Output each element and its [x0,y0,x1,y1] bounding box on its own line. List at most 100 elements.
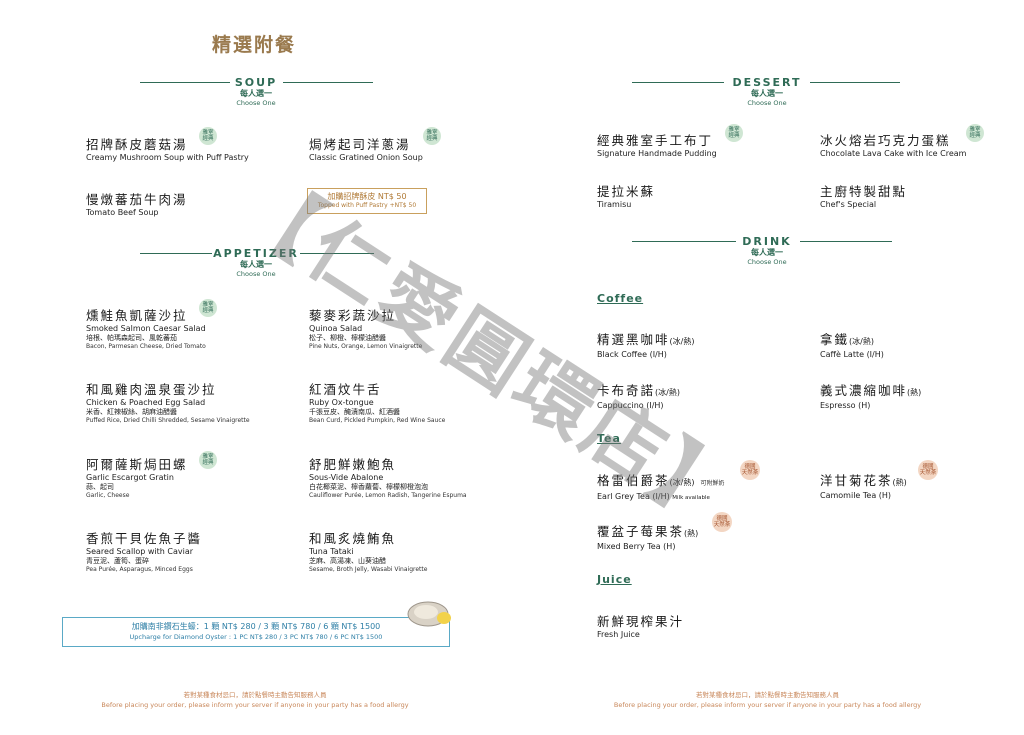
menu-item: 格雷伯爵茶(冰/熱) 可附鮮奶 Earl Grey Tea (I/H) Milk… [597,473,724,503]
item-name: 義式濃縮咖啡 [820,383,908,398]
item-name: 提拉米蘇 [597,184,656,199]
item-name: 紅酒炆牛舌 [309,382,382,397]
item-name-en: Smoked Salmon Caesar Salad [86,324,206,333]
addon-zh: 加購招牌酥皮 NT$ 50 [327,192,407,201]
section-sub-en: Choose One [747,99,787,107]
signature-badge: 雅室經典 [199,451,217,469]
menu-item: 覆盆子莓果茶(熱) Mixed Berry Tea (H) [597,524,698,552]
store-watermark: 【仁愛圓環店】 [223,159,753,547]
item-desc-en: Pine Nuts, Orange, Lemon Vinaigrette [309,343,423,350]
item-name: 新鮮現榨果汁 [597,614,685,629]
section-sub: 每人選一 [751,89,783,98]
item-desc-en: Sesame, Broth Jelly, Wasabi Vinaigrette [309,566,428,573]
item-name-en: Classic Gratined Onion Soup [309,153,423,162]
item-name: 精選黑咖啡 [597,332,670,347]
item-name-en: Ruby Ox-tongue [309,398,374,407]
menu-item: 香煎干貝佐魚子醬 Seared Scallop with Caviar 青豆泥、… [86,531,202,574]
item-name: 經典雅室手工布丁 [597,133,714,148]
item-name: 格雷伯爵茶 [597,473,670,488]
item-name: 拿鐵 [820,332,850,347]
item-name: 香煎干貝佐魚子醬 [86,531,203,546]
item-name-en: Quinoa Salad [309,324,363,333]
section-sub-en: Choose One [236,270,276,278]
menu-item: 主廚特製甜點 Chef's Special [820,184,907,210]
allergy-note-en: Before placing your order, please inform… [101,701,409,709]
divider [140,82,230,83]
item-name-en: Tuna Tataki [309,547,354,556]
menu-item: 阿爾薩斯焗田螺 Garlic Escargot Gratin 蒜、起司 Garl… [86,457,188,500]
menu-item: 經典雅室手工布丁 Signature Handmade Pudding [597,133,717,159]
item-desc-en: Bean Curd, Pickled Pumpkin, Red Wine Sau… [309,417,446,424]
item-name: 招牌酥皮蘑菇湯 [86,137,188,152]
item-name-en: Tomato Beef Soup [86,208,159,217]
item-name: 舒肥鮮嫩鮑魚 [309,457,397,472]
menu-item: 燻鮭魚凱薩沙拉 Smoked Salmon Caesar Salad 培根、帕瑪… [86,308,206,351]
oyster-addon: 加購南非鑽石生蠔：1 顆 NT$ 280 / 3 顆 NT$ 780 / 6 顆… [62,617,450,647]
section-sub-en: Choose One [236,99,276,107]
coffee-label: Coffee [597,292,644,305]
menu-item: 慢燉蕃茄牛肉湯 Tomato Beef Soup [86,192,188,218]
oyster-zh: 加購南非鑽石生蠔：1 顆 NT$ 280 / 3 顆 NT$ 780 / 6 顆… [131,622,381,631]
section-title: APPETIZER [213,247,299,260]
section-sub-en: Choose One [747,258,787,266]
item-name-en: Seared Scallop with Caviar [86,547,194,556]
item-desc: 千張豆皮、醃漬南瓜、紅酒醬 [309,408,400,416]
item-name: 卡布奇諾 [597,383,656,398]
divider [632,241,736,242]
item-temp: (熱) [907,388,922,397]
item-desc-en: Cauliflower Purée, Lemon Radish, Tangeri… [309,492,467,499]
item-name-en: Sous-Vide Abalone [309,473,384,482]
item-name-en: Black Coffee (I/H) [597,350,667,359]
item-name-en: Creamy Mushroom Soup with Puff Pastry [86,153,249,162]
item-note: 可附鮮奶 [700,480,725,487]
item-desc-en: Garlic, Cheese [86,492,130,499]
item-name-en: Espresso (H) [820,401,871,410]
item-name-en: Earl Grey Tea (I/H) [597,492,670,501]
item-name-en: Chocolate Lava Cake with Ice Cream [820,149,967,158]
menu-item: 提拉米蘇 Tiramisu [597,184,655,210]
section-sub: 每人選一 [240,260,272,269]
item-name-en: Camomile Tea (H) [820,491,892,500]
item-desc: 培根、帕瑪森起司、風乾蕃茄 [86,334,177,342]
menu-item: 拿鐵(冰/熱) Caffè Latte (I/H) [820,332,884,360]
menu-item: 新鮮現榨果汁 Fresh Juice [597,614,684,640]
item-desc: 蒜、起司 [86,483,114,491]
natural-tea-badge: 德國天然茶 [918,460,938,480]
section-sub: 每人選一 [751,248,783,257]
item-desc: 松子、柳橙、檸檬油醋醬 [309,334,386,342]
item-temp: (冰/熱) [669,337,695,346]
tea-label: Tea [597,432,621,445]
dessert-header: DESSERT 每人選一 Choose One [647,76,887,107]
section-title: DRINK [742,235,792,248]
menu-item: 卡布奇諾(冰/熱) Cappuccino (I/H) [597,383,680,411]
menu-item: 義式濃縮咖啡(熱) Espresso (H) [820,383,921,411]
item-name-en: Garlic Escargot Gratin [86,473,174,482]
menu-item: 舒肥鮮嫩鮑魚 Sous-Vide Abalone 白花椰菜泥、檸香蘿蔔、檸檬柳橙… [309,457,467,500]
item-desc-en: Puffed Rice, Dried Chilli Shredded, Sesa… [86,417,250,424]
appetizer-header: APPETIZER 每人選一 Choose One [136,247,376,278]
divider [800,241,892,242]
menu-item: 焗烤起司洋蔥湯 Classic Gratined Onion Soup [309,137,423,163]
divider [300,253,374,254]
item-desc: 米香、紅辣椒絲、胡麻油醋醬 [86,408,177,416]
divider [140,253,212,254]
allergy-note-en: Before placing your order, please inform… [613,701,922,709]
item-temp: (熱) [892,478,907,487]
natural-tea-badge: 德國天然茶 [712,512,732,532]
section-title: DESSERT [732,76,802,89]
item-name-en: Chef's Special [820,200,877,209]
signature-badge: 雅室經典 [199,299,217,317]
item-temp: (熱) [684,529,699,538]
menu-item: 紅酒炆牛舌 Ruby Ox-tongue 千張豆皮、醃漬南瓜、紅酒醬 Bean … [309,382,445,425]
item-name-en: Mixed Berry Tea (H) [597,542,676,551]
item-name: 藜麥彩蔬沙拉 [309,308,397,323]
divider [632,82,724,83]
item-name-en: Tiramisu [597,200,632,209]
drink-header: DRINK 每人選一 Choose One [647,235,887,266]
item-name: 阿爾薩斯焗田螺 [86,457,188,472]
item-desc: 青豆泥、蘆筍、蛋碎 [86,557,149,565]
allergy-note: 若對某種食材忌口，請於點餐時主動告知服務人員 Before placing yo… [570,690,965,710]
item-note-en: Milk available [672,495,710,501]
allergy-note: 若對某種食材忌口，請於點餐時主動告知服務人員 Before placing yo… [60,690,450,710]
item-temp: (冰/熱) [655,388,680,397]
